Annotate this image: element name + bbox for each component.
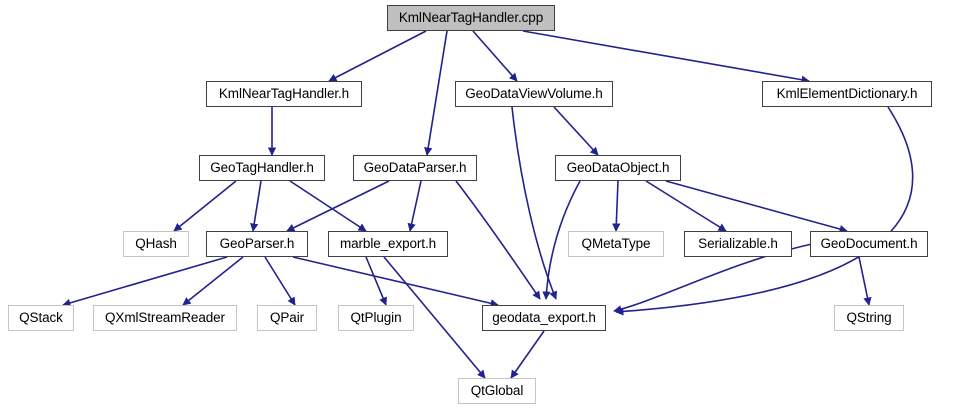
edge-geotaghandler-h-to-qhash — [173, 180, 237, 232]
edge-geotaghandler-h-to-marble-export-h — [289, 180, 367, 232]
node-qtglobal[interactable]: QtGlobal — [458, 378, 536, 404]
node-label: geodata_export.h — [492, 310, 596, 326]
node-qstack[interactable]: QStack — [8, 305, 74, 331]
edge-kmlneartaghandler-cpp-to-geodataviewvolume-h — [472, 30, 518, 82]
node-qstring[interactable]: QString — [834, 305, 904, 331]
node-qpair[interactable]: QPair — [257, 305, 317, 331]
edge-marble-export-h-to-qtplugin — [365, 256, 387, 306]
node-kmlneartaghandler-cpp[interactable]: KmlNearTagHandler.cpp — [387, 5, 555, 31]
node-marble-export-h[interactable]: marble_export.h — [328, 231, 448, 257]
node-label: Serializable.h — [698, 236, 778, 252]
edge-geodataobject-h-to-qmetatype — [612, 180, 621, 232]
edge-geodocument-h-to-qstring — [858, 256, 872, 306]
node-label: KmlElementDictionary.h — [776, 86, 918, 102]
node-label: QMetaType — [581, 236, 651, 252]
edge-geodataparser-h-to-geoparser-h — [286, 180, 390, 232]
node-label: GeoDocument.h — [820, 236, 918, 252]
node-qmetatype[interactable]: QMetaType — [568, 231, 664, 257]
edge-geodataobject-h-to-geodocument-h — [665, 180, 848, 234]
edge-geodataparser-h-to-geodata-export-h — [455, 180, 541, 300]
edge-geoparser-h-to-qxmlstreamreader — [182, 256, 244, 306]
edge-geodataparser-h-to-marble-export-h — [407, 180, 422, 232]
node-label: QStack — [19, 310, 63, 326]
node-geodata-export-h[interactable]: geodata_export.h — [482, 305, 606, 331]
node-geodataobject-h[interactable]: GeoDataObject.h — [555, 155, 681, 181]
node-label: QHash — [135, 236, 177, 252]
node-label: GeoParser.h — [219, 236, 295, 252]
node-geoparser-h[interactable]: GeoParser.h — [206, 231, 308, 257]
edge-geoparser-h-to-qpair — [264, 256, 296, 306]
node-label: KmlNearTagHandler.cpp — [398, 10, 544, 26]
node-label: GeoTagHandler.h — [210, 160, 314, 176]
edge-geodata-export-h-to-qtglobal — [510, 330, 545, 379]
node-label: QtPlugin — [350, 310, 402, 326]
edge-kmlelementdictionary-h-to-geodata-export-h — [615, 106, 914, 316]
edge-kmlneartaghandler-cpp-to-kmlneartaghandler-h — [328, 30, 427, 82]
edge-kmlneartaghandler-cpp-to-kmlelementdictionary-h — [522, 30, 810, 84]
edge-geoparser-h-to-geodata-export-h — [292, 256, 499, 308]
node-qhash[interactable]: QHash — [123, 231, 189, 257]
node-label: KmlNearTagHandler.h — [218, 86, 350, 102]
edge-geodataobject-h-to-serializable-h — [645, 180, 727, 232]
node-label: marble_export.h — [339, 236, 437, 252]
edge-geodataviewvolume-h-to-geodata-export-h — [511, 106, 558, 300]
node-serializable-h[interactable]: Serializable.h — [684, 231, 792, 257]
node-label: GeoDataParser.h — [363, 160, 467, 176]
node-label: GeoDataViewVolume.h — [465, 86, 603, 102]
edge-geoparser-h-to-qstack — [62, 256, 228, 307]
node-kmlelementdictionary-h[interactable]: KmlElementDictionary.h — [762, 81, 932, 107]
node-geotaghandler-h[interactable]: GeoTagHandler.h — [199, 155, 325, 181]
node-label: QtGlobal — [470, 383, 524, 399]
node-label: GeoDataObject.h — [566, 160, 670, 176]
edge-geodataviewvolume-h-to-geodataobject-h — [553, 106, 599, 156]
node-label: QString — [846, 310, 892, 326]
node-label: QPair — [269, 310, 304, 326]
edge-kmlneartaghandler-cpp-to-geodataparser-h — [424, 30, 448, 156]
node-kmlneartaghandler-h[interactable]: KmlNearTagHandler.h — [206, 81, 362, 107]
node-label: QXmlStreamReader — [105, 310, 225, 326]
node-geodataviewvolume-h[interactable]: GeoDataViewVolume.h — [455, 81, 613, 107]
node-qxmlstreamreader[interactable]: QXmlStreamReader — [93, 305, 237, 331]
node-qtplugin[interactable]: QtPlugin — [338, 305, 414, 331]
node-geodataparser-h[interactable]: GeoDataParser.h — [353, 155, 477, 181]
node-geodocument-h[interactable]: GeoDocument.h — [810, 231, 928, 257]
edge-geotaghandler-h-to-geoparser-h — [250, 180, 262, 232]
